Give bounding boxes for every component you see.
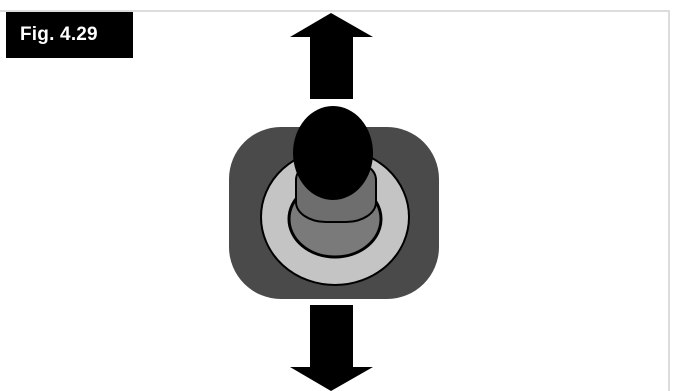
arrow-up-icon xyxy=(290,13,373,99)
figure-label: Fig. 4.29 xyxy=(6,12,133,58)
joystick-knob xyxy=(293,106,373,200)
arrow-down-icon xyxy=(290,305,373,391)
